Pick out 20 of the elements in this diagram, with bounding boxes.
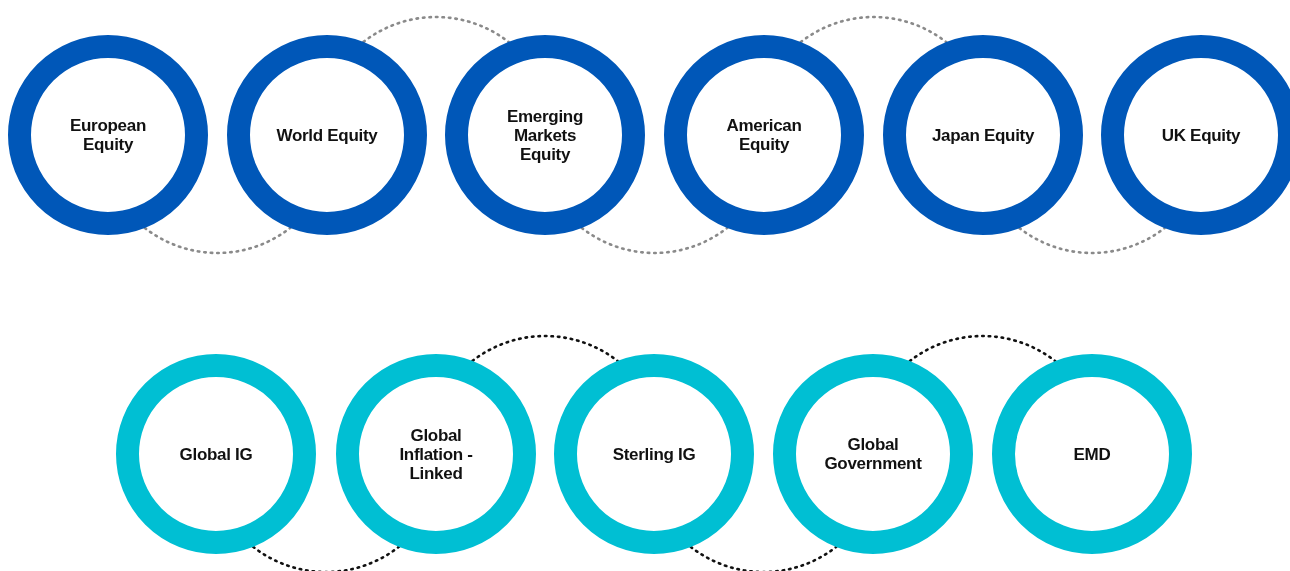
node-label: EMD	[1073, 444, 1111, 464]
dotted-arc-connector	[689, 545, 838, 571]
dotted-arc-connector	[580, 226, 729, 255]
node-label: Japan Equity	[931, 125, 1035, 145]
node-label: Sterling IG	[612, 444, 696, 464]
dotted-arc-connector	[251, 545, 401, 571]
node-label: American Equity	[725, 116, 803, 154]
node-label: European Equity	[69, 116, 147, 154]
dotted-arc-connector	[362, 15, 510, 44]
node-label: UK Equity	[1161, 125, 1241, 145]
dotted-arc-connector	[143, 226, 292, 255]
node-label: Global Inflation - Linked	[398, 425, 474, 483]
node-label: Global Government	[823, 435, 923, 473]
dotted-arc-connector	[908, 334, 1057, 363]
node-label: World Equity	[276, 125, 378, 145]
dotted-arc-connector	[471, 334, 619, 363]
node-label: Global IG	[179, 444, 253, 464]
node-label: Emerging Markets Equity	[506, 106, 584, 164]
dotted-arc-connector	[1018, 226, 1166, 255]
dotted-arc-connector	[799, 15, 948, 44]
